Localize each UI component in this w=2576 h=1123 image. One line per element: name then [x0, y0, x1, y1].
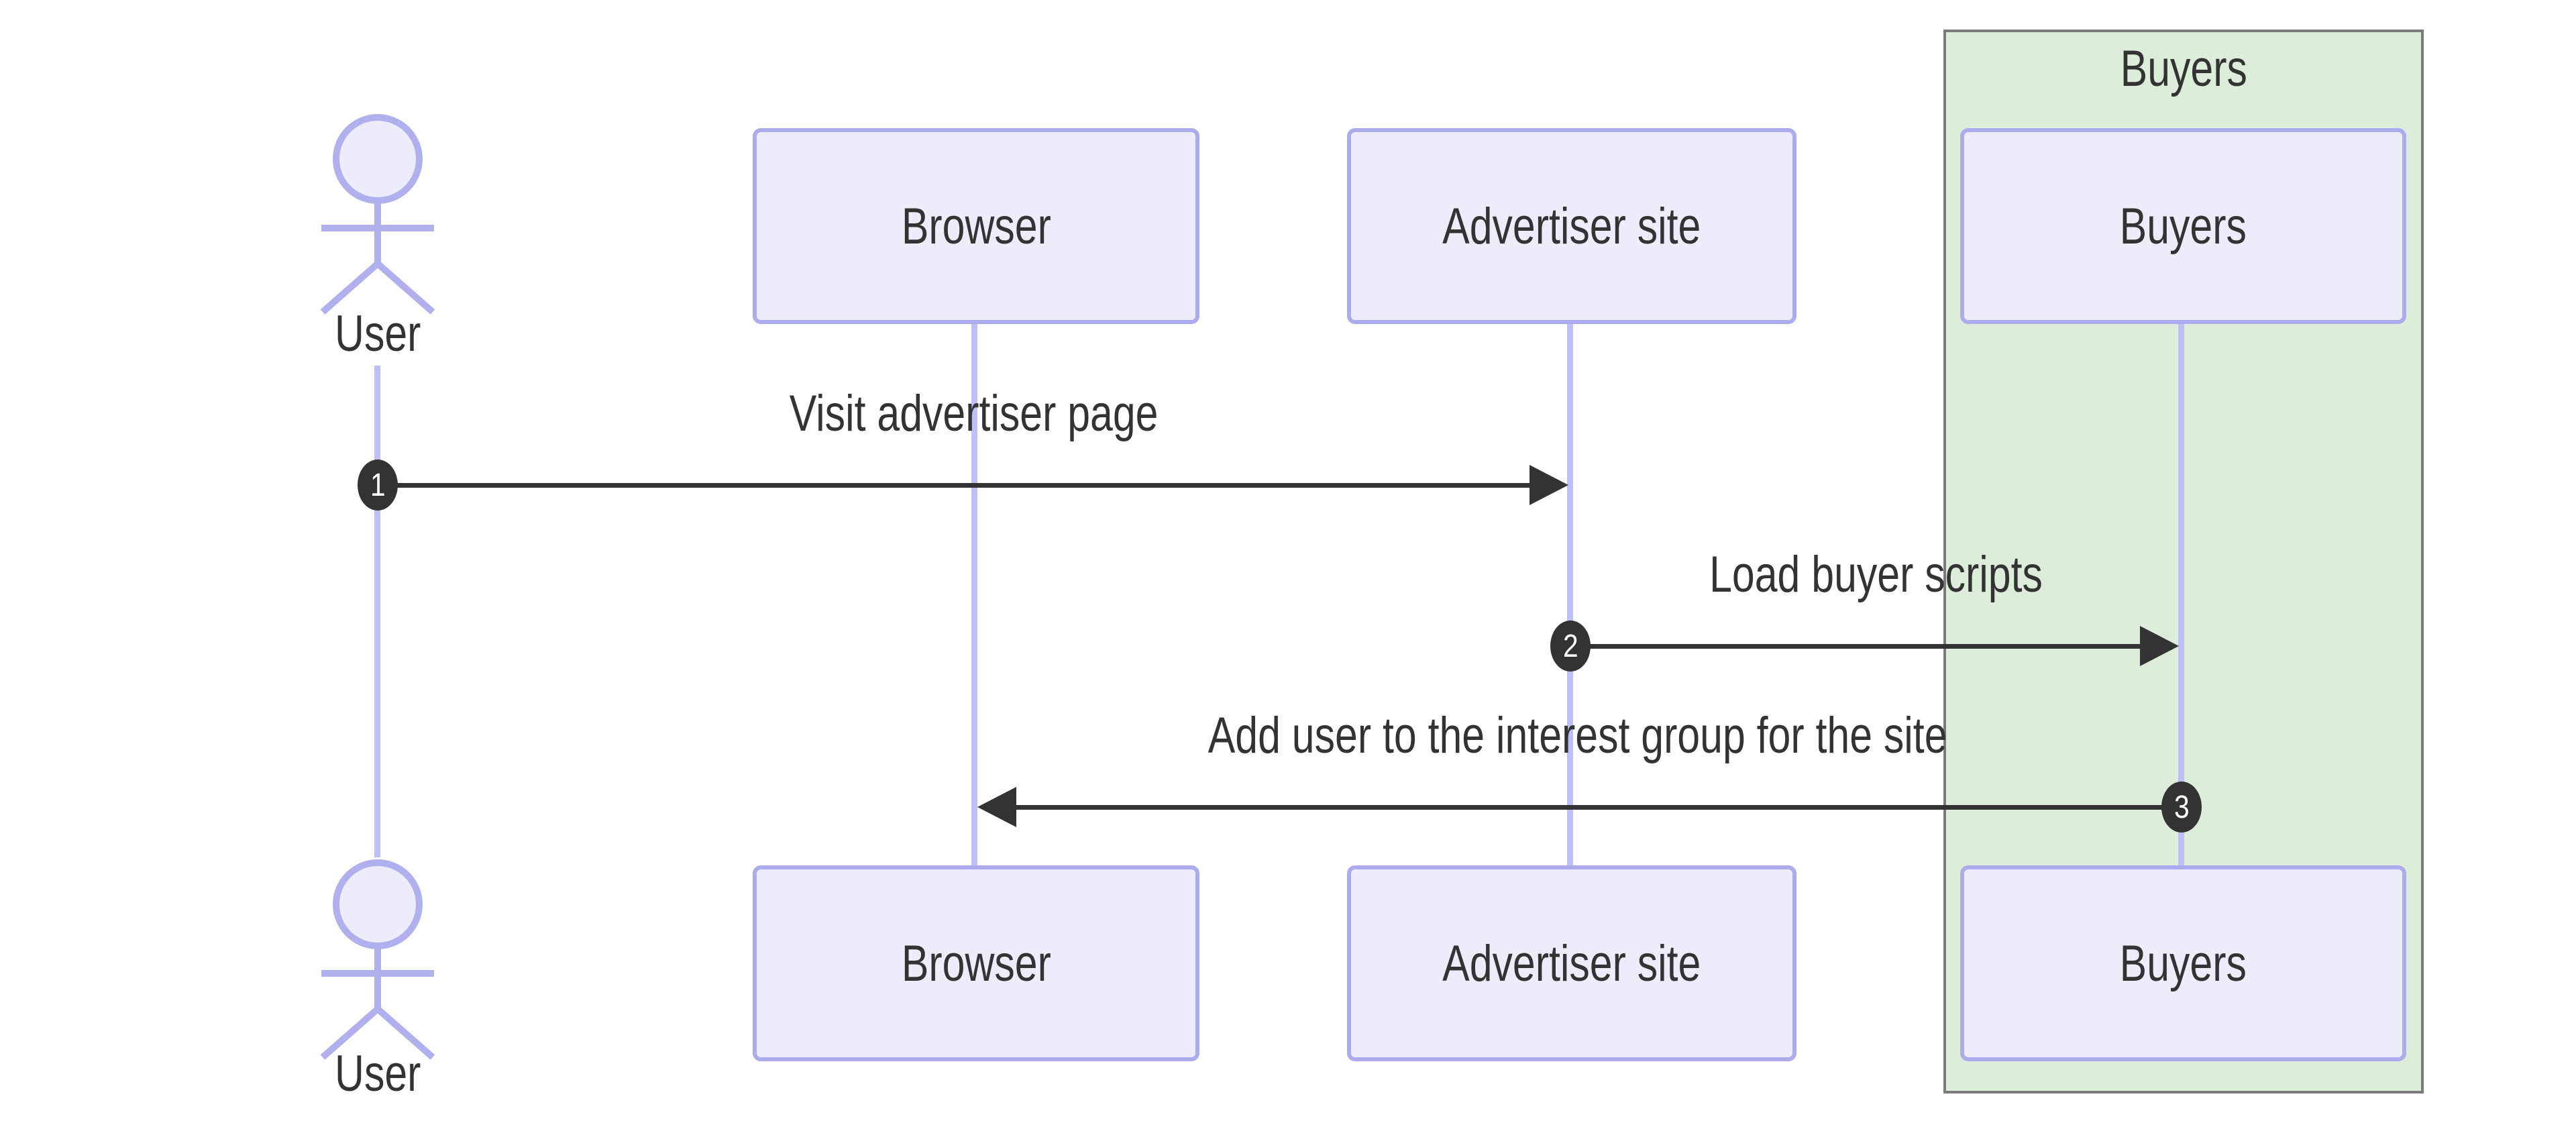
participant-label-buyers-top: Buyers [2119, 197, 2247, 255]
arrowhead-right-icon [2140, 626, 2179, 666]
participant-label-advertiser-site-bottom: Advertiser site [1442, 934, 1701, 992]
participant-box-buyers-top: Buyers [1960, 128, 2406, 324]
participant-label-browser-bottom: Browser [901, 934, 1051, 992]
participant-box-advertiser-site-top: Advertiser site [1347, 128, 1796, 324]
message-2-line [1570, 644, 2140, 649]
participant-label-advertiser-site-top: Advertiser site [1442, 197, 1701, 255]
message-3-line [1016, 805, 2182, 810]
participant-label-browser-top: Browser [901, 197, 1051, 255]
participant-box-browser-top: Browser [753, 128, 1199, 324]
lifeline-buyers [2178, 324, 2184, 865]
actor-label-user-top: User [334, 305, 421, 362]
participant-box-advertiser-site-bottom: Advertiser site [1347, 865, 1796, 1061]
user-actor-icon [320, 114, 435, 315]
sequence-number-3-badge: 3 [2161, 782, 2202, 833]
buyers-group-title: Buyers [1943, 40, 2424, 97]
lifeline-browser [971, 324, 977, 865]
lifeline-user [374, 366, 380, 857]
arrowhead-left-icon [977, 787, 1016, 827]
message-2-label: Load buyer scripts [1709, 545, 2043, 603]
sequence-number-1-badge: 1 [358, 460, 398, 511]
message-1-line [378, 483, 1529, 488]
buyers-group-title-text: Buyers [2120, 40, 2247, 97]
sequence-number-2-badge: 2 [1550, 621, 1591, 672]
message-3-label: Add user to the interest group for the s… [1208, 706, 1947, 764]
participant-box-browser-bottom: Browser [753, 865, 1199, 1061]
user-actor-icon [320, 859, 435, 1060]
lifeline-advertiser-site [1567, 324, 1573, 865]
participant-label-buyers-bottom: Buyers [2119, 934, 2247, 992]
actor-label-user-bottom: User [334, 1045, 421, 1102]
message-1-label: Visit advertiser page [790, 384, 1159, 442]
participant-box-buyers-bottom: Buyers [1960, 865, 2406, 1061]
arrowhead-right-icon [1529, 465, 1568, 505]
